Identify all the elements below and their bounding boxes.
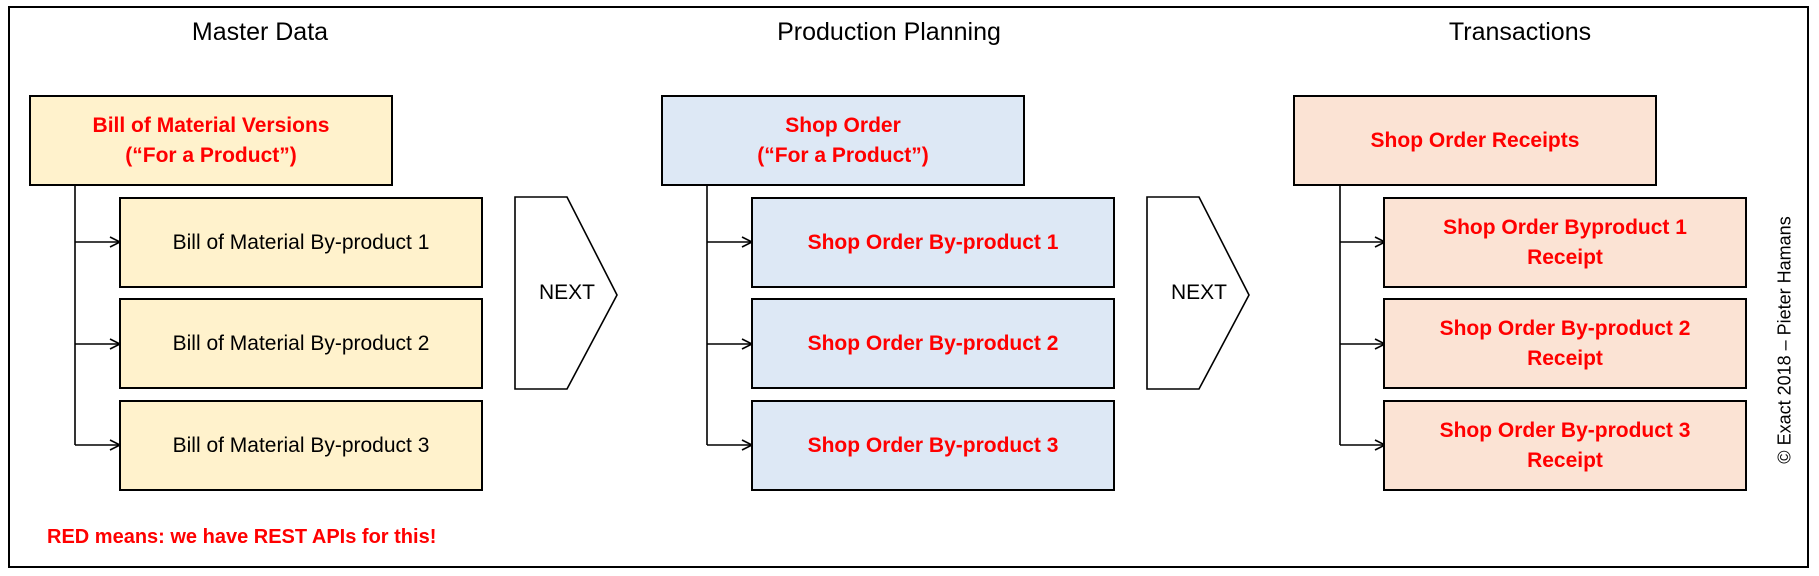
next-chevron-2 [1146, 196, 1250, 390]
next-label-1: NEXT [538, 281, 595, 304]
column-title-production-planning: Production Planning [777, 18, 1001, 46]
byproduct-2-receipt-box: Shop Order By-product 2 Receipt [1383, 298, 1747, 389]
shop-order-receipts-box: Shop Order Receipts [1293, 95, 1657, 186]
copyright-text: © Exact 2018 – Pieter Hamans [1774, 216, 1795, 464]
next-chevron-1 [514, 196, 618, 390]
bom-versions-box: Bill of Material Versions (“For a Produc… [29, 95, 393, 186]
bom-byproduct-2-label: Bill of Material By-product 2 [172, 331, 430, 355]
byproduct-1-receipt-label: Shop Order Byproduct 1 Receipt [1443, 215, 1687, 269]
shop-order-byproduct-2-box: Shop Order By-product 2 [751, 298, 1115, 389]
next-label-2: NEXT [1170, 281, 1227, 304]
bom-byproduct-1-label: Bill of Material By-product 1 [172, 230, 430, 254]
byproduct-2-receipt-label: Shop Order By-product 2 Receipt [1439, 316, 1691, 370]
shop-order-box: Shop Order (“For a Product”) [661, 95, 1025, 186]
shop-order-byproduct-2-label: Shop Order By-product 2 [807, 331, 1059, 355]
shop-order-byproduct-3-box: Shop Order By-product 3 [751, 400, 1115, 491]
legend-note: RED means: we have REST APIs for this! [47, 526, 437, 548]
shop-order-byproduct-1-label: Shop Order By-product 1 [807, 230, 1059, 254]
byproduct-3-receipt-box: Shop Order By-product 3 Receipt [1383, 400, 1747, 491]
shop-order-label: Shop Order (“For a Product”) [757, 113, 929, 167]
column-title-transactions: Transactions [1448, 18, 1592, 46]
byproduct-1-receipt-box: Shop Order Byproduct 1 Receipt [1383, 197, 1747, 288]
bom-byproduct-2-box: Bill of Material By-product 2 [119, 298, 483, 389]
shop-order-byproduct-1-box: Shop Order By-product 1 [751, 197, 1115, 288]
bom-byproduct-3-label: Bill of Material By-product 3 [172, 433, 430, 457]
shop-order-byproduct-3-label: Shop Order By-product 3 [807, 433, 1059, 457]
column-title-master-data: Master Data [191, 18, 329, 46]
byproduct-3-receipt-label: Shop Order By-product 3 Receipt [1439, 418, 1691, 472]
shop-order-receipts-label: Shop Order Receipts [1370, 128, 1580, 152]
bom-byproduct-1-box: Bill of Material By-product 1 [119, 197, 483, 288]
bom-versions-label: Bill of Material Versions (“For a Produc… [92, 113, 330, 167]
bom-byproduct-3-box: Bill of Material By-product 3 [119, 400, 483, 491]
